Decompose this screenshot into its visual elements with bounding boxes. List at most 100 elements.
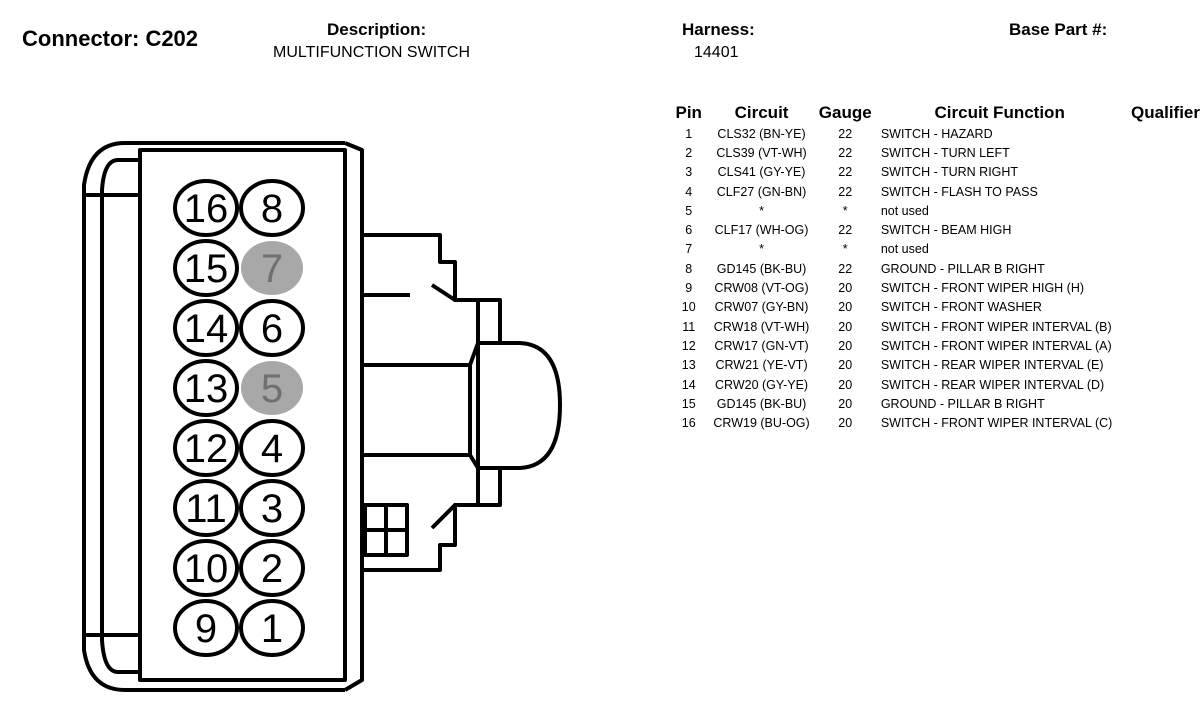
pin-number-label: 1 [261,607,283,651]
circuit-cell: CRW21 (YE-VT) [715,358,808,373]
pin-cavity [173,419,239,477]
pin-number-label: 4 [261,427,283,471]
connector-body [138,148,347,682]
pin-number-label: 9 [195,607,217,651]
qualifier-cell [1119,259,1200,278]
pin-number-label: 15 [184,247,229,291]
function-cell: SWITCH - FRONT WIPER HIGH (H) [880,281,1085,296]
function-cell: SWITCH - TURN RIGHT [880,165,1019,180]
circuit-cell: * [759,242,764,257]
qualifier-cell [1119,182,1200,201]
table-row: 7**not used [672,240,1200,259]
latch-lower [362,468,502,572]
pinout-table: Pin Circuit Gauge Circuit Function Quali… [672,102,1200,433]
pin-cell: 13 [681,358,696,373]
gauge-cell: 20 [838,358,853,373]
function-cell: SWITCH - HAZARD [880,126,993,141]
table-header-row: Pin Circuit Gauge Circuit Function Quali… [672,102,1200,124]
qualifier-cell [1119,317,1200,336]
gauge-cell: 22 [838,145,853,160]
circuit-cell: CRW18 (VT-WH) [713,319,810,334]
description-value: MULTIFUNCTION SWITCH [273,44,471,61]
pin-cell: 6 [685,223,693,238]
circuit-cell: CRW07 (GY-BN) [714,300,809,315]
pin-cell: 11 [682,319,696,334]
circuit-cell: CRW20 (GY-YE) [714,377,809,392]
pin-number-label: 5 [261,367,283,411]
pin-number-label: 13 [184,367,229,411]
pin-cavity-unused [241,361,303,415]
pin-number-label: 6 [261,307,283,351]
pin-cavity [239,419,305,477]
qualifier-cell [1119,336,1200,355]
function-cell: SWITCH - TURN LEFT [880,145,1010,160]
pin-cavity [239,599,305,657]
base-part-label: Base Part #: [1009,20,1108,39]
gauge-cell: 22 [838,126,853,141]
gauge-cell: * [842,242,848,257]
function-cell: SWITCH - FLASH TO PASS [880,184,1038,199]
circuit-cell: * [759,203,764,218]
function-cell: SWITCH - FRONT WIPER INTERVAL (C) [880,416,1113,431]
pin-cell: 7 [685,242,693,257]
harness-label: Harness: [682,20,755,39]
pin-cell: 15 [681,396,696,411]
pin-cell: 16 [681,416,696,431]
circuit-cell: CLS39 (VT-WH) [716,145,807,160]
pin-cell: 8 [685,261,693,276]
qualifier-cell [1119,394,1200,413]
function-cell: SWITCH - FRONT WIPER INTERVAL (B) [880,319,1112,334]
pin-cavity [239,179,305,237]
function-cell: SWITCH - BEAM HIGH [880,223,1012,238]
qualifier-cell [1119,240,1200,259]
circuit-cell: CLS41 (GY-YE) [717,165,806,180]
circuit-cell: GD145 (BK-BU) [716,396,807,411]
pin-cell: 14 [681,377,696,392]
function-cell: not used [880,203,929,218]
latch-knob [478,341,562,470]
gauge-cell: 20 [838,377,853,392]
pin-cell: 1 [685,126,693,141]
gauge-cell: 22 [838,261,853,276]
qualifier-cell [1119,298,1200,317]
connector-title: Connector: C202 [22,26,199,51]
pin-cavity [239,539,305,597]
column-header-qualifier: Qualifier [1131,103,1200,122]
pin-cavity [239,299,305,357]
pin-cell: 2 [685,145,693,160]
gauge-cell: 22 [838,165,853,180]
pin-cavity [173,239,239,297]
gauge-cell: 20 [838,396,853,411]
circuit-cell: CRW08 (VT-OG) [714,281,809,296]
gauge-cell: 20 [838,281,853,296]
connector-flange [343,141,364,692]
latch-upper [362,233,502,343]
harness-value: 14401 [694,44,739,61]
pin-number-label: 11 [185,487,227,531]
pin-cell: 3 [685,165,693,180]
pin-cavity [239,479,305,537]
qualifier-cell [1119,124,1200,143]
qualifier-cell [1119,356,1200,375]
pin-number-label: 8 [261,187,283,231]
gauge-cell: 20 [838,416,853,431]
pin-cavity-unused [241,241,303,295]
function-cell: GROUND - PILLAR B RIGHT [880,261,1045,276]
pin-cavity [173,479,239,537]
gauge-cell: 20 [838,338,853,353]
pin-cell: 4 [685,184,693,199]
table-row: 3 CLS41 (GY-YE) 22 SWITCH - TURN RIGHT [672,163,1200,182]
pin-number-label: 14 [184,307,229,351]
function-cell: SWITCH - REAR WIPER INTERVAL (D) [880,377,1105,392]
pin-number-label: 10 [184,547,229,591]
function-cell: SWITCH - FRONT WIPER INTERVAL (A) [880,338,1112,353]
pin-cavity [173,599,239,657]
pin-number-label: 12 [184,427,229,471]
